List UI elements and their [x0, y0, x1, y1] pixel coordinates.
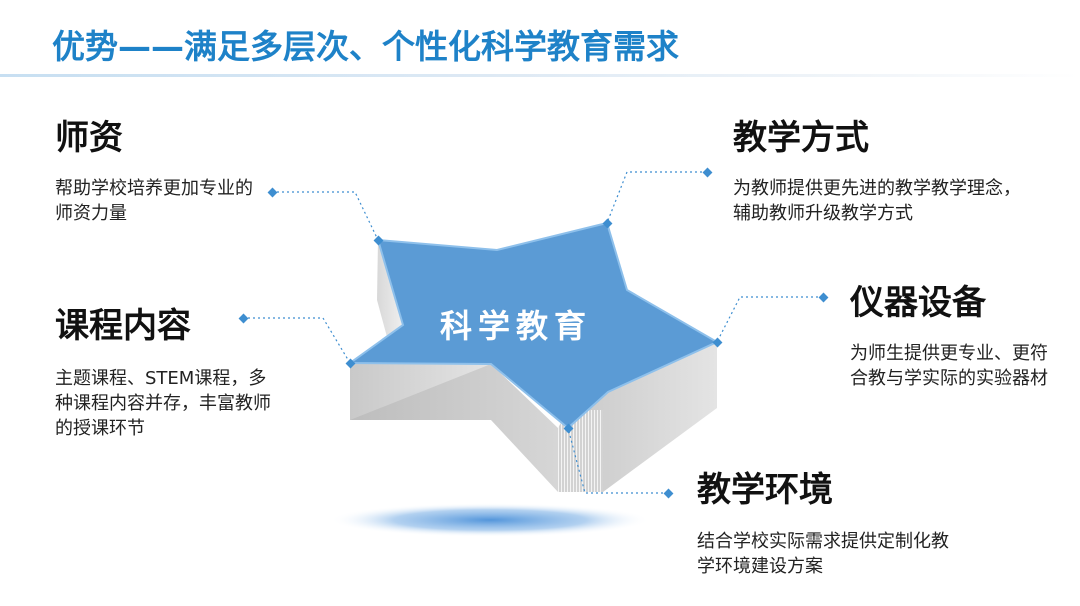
desc-teachers: 帮助学校培养更加专业的师资力量 [55, 178, 253, 224]
connector-equipment [716, 296, 823, 343]
star-shadow [330, 503, 650, 537]
heading-equipment: 仪器设备 [850, 283, 986, 323]
heading-teaching-environment: 教学环境 [697, 470, 833, 510]
desc-course-content: 主题课程、STEM课程，多种课程内容并存，丰富教师的授课环节 [55, 368, 271, 439]
heading-teachers: 师资 [55, 118, 123, 158]
desc-equipment: 为师生提供更专业、更符合教与学实际的实验器材 [850, 343, 1048, 389]
star-side-left-leg [350, 364, 558, 492]
desc-teaching-environment: 结合学校实际需求提供定制化教学环境建设方案 [697, 531, 949, 577]
star-center-label: 科学教育 [440, 307, 593, 345]
desc-teaching-method: 为教师提供更先进的教学教学理念，辅助教师升级教学方式 [733, 178, 1021, 224]
star-side-right-leg [568, 342, 717, 492]
heading-teaching-method: 教学方式 [733, 118, 869, 158]
connector-teachers [272, 191, 379, 241]
star-face [346, 221, 720, 430]
heading-course-content: 课程内容 [55, 306, 191, 346]
page-title: 优势——满足多层次、个性化科学教育需求 [52, 27, 679, 66]
connector-course [243, 317, 351, 364]
connector-method [606, 171, 707, 224]
title-underline [0, 74, 1080, 77]
